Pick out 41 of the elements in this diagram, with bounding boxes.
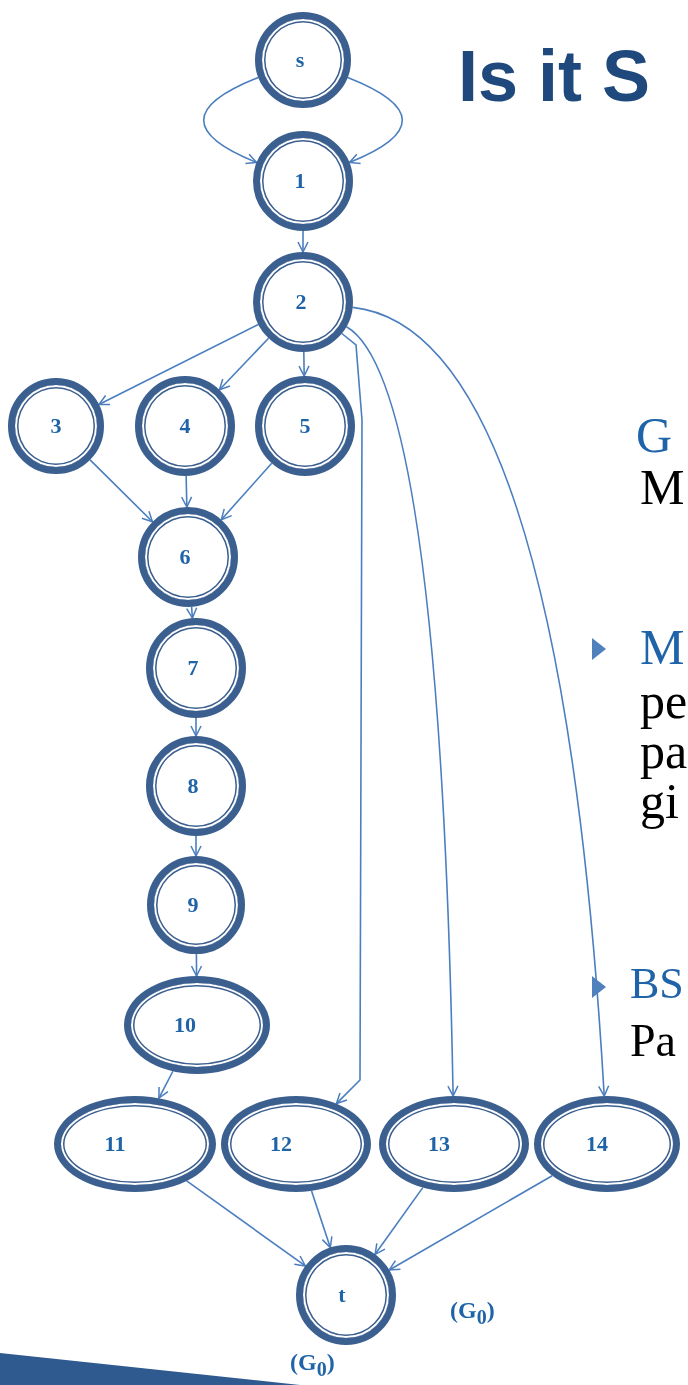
node-label: 13 [428,1133,450,1155]
node-label: 9 [187,894,199,916]
node-circle [296,1245,396,1345]
arrow [190,953,203,977]
arrow [298,351,310,377]
node-label: 10 [174,1014,196,1036]
arrow [89,459,154,523]
slide-text: M [640,462,685,512]
node-label: 7 [187,657,199,679]
node-label: 3 [50,415,62,437]
arrow [310,1190,333,1249]
arrow [218,337,270,391]
arrow [185,606,198,619]
node-caption: (G$_{0}$) [290,1350,335,1379]
node-label: 6 [179,546,191,568]
node-label: 12 [270,1133,292,1155]
node-label: t [338,1284,346,1306]
slide-text: Pa [630,1018,676,1064]
arrow [345,325,459,1097]
arrow [297,230,309,253]
arrow [180,475,193,508]
node-label: 4 [179,415,191,437]
arrow [346,76,404,164]
slide-text: M [640,622,685,672]
node-label: 14 [586,1133,608,1155]
arrow [98,323,260,406]
node-label: 5 [299,415,311,437]
node-label: 2 [295,291,307,313]
node-label: 11 [104,1133,126,1155]
slide-text: G [636,410,673,460]
node-label: 8 [187,775,199,797]
node-label: s [295,49,305,71]
arrow [202,76,260,164]
slide-title: Is it S [458,40,651,112]
arrow [220,462,273,521]
slide-text: BS [630,962,684,1006]
slide-text: (G$_{0}$) [450,1298,495,1327]
arrow [190,835,202,857]
node-label: 1 [294,170,306,192]
arrow [190,717,202,737]
arrow [351,306,610,1097]
